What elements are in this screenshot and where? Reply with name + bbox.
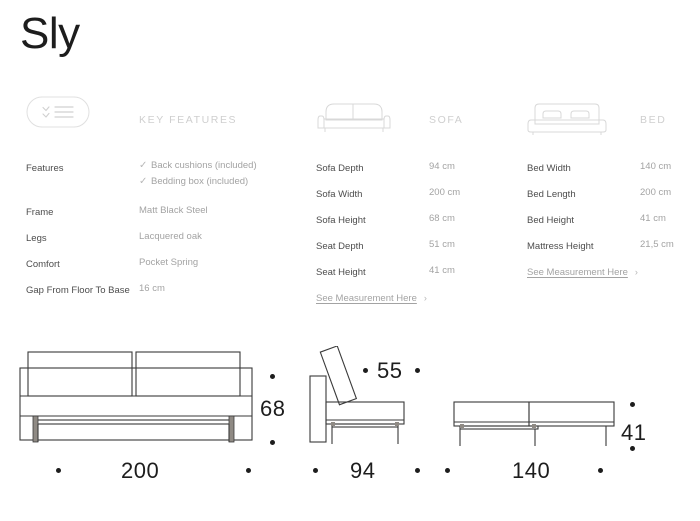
spec-row: Bed Width 140 cm — [527, 158, 692, 177]
spec-row: Mattress Height 21,5 cm — [527, 236, 692, 255]
dimension-dot — [630, 446, 635, 451]
spec-value: 68 cm — [429, 213, 455, 224]
spec-value: 16 cm — [139, 283, 165, 294]
spec-row: Seat Depth 51 cm — [316, 236, 516, 255]
sofa-measurement-link-label: See Measurement Here — [316, 293, 417, 304]
spec-label: Comfort — [26, 259, 60, 270]
chevron-right-icon: › — [423, 293, 427, 303]
spec-label: Seat Depth — [316, 241, 364, 252]
spec-row: Legs Lacquered oak — [26, 228, 306, 247]
dimension-dot — [415, 468, 420, 473]
dimension-dot — [246, 468, 251, 473]
spec-row: Sofa Depth 94 cm — [316, 158, 516, 177]
column-header-bed: BED — [527, 96, 692, 144]
check-icon: ✓ — [139, 160, 148, 171]
column-title-key-features: KEY FEATURES — [139, 114, 238, 126]
spec-label: Bed Length — [527, 189, 576, 200]
bed-measurement-link[interactable]: See Measurement Here › — [527, 262, 692, 280]
chevron-right-icon: › — [634, 267, 638, 277]
column-title-bed: BED — [640, 114, 667, 126]
bed-measurement-link-label: See Measurement Here — [527, 267, 628, 278]
spec-row: Seat Height 41 cm — [316, 262, 516, 281]
spec-label: Mattress Height — [527, 241, 594, 252]
feature-check-list: ✓Back cushions (included) ✓Bedding box (… — [139, 158, 257, 190]
check-icon: ✓ — [139, 176, 148, 187]
spec-row: Bed Height 41 cm — [527, 210, 692, 229]
feature-text: Back cushions (included) — [151, 160, 257, 171]
spec-label: Features — [26, 163, 64, 174]
dimension-dot — [363, 368, 368, 373]
spec-row: Sofa Width 200 cm — [316, 184, 516, 203]
spec-value: 21,5 cm — [640, 239, 674, 250]
spec-value: 200 cm — [640, 187, 672, 198]
sofa-rows: Sofa Depth 94 cm Sofa Width 200 cm Sofa … — [316, 158, 516, 306]
spec-label: Frame — [26, 207, 54, 218]
spec-value: Lacquered oak — [139, 231, 202, 242]
sofa-side-view: 55 94 — [305, 345, 420, 482]
spec-row: Frame Matt Black Steel — [26, 202, 306, 221]
sofa-measurement-link[interactable]: See Measurement Here › — [316, 288, 516, 306]
spec-row: Gap From Floor To Base 16 cm — [26, 280, 306, 299]
column-key-features: KEY FEATURES Features ✓Back cushions (in… — [26, 96, 306, 296]
spec-row: Features ✓Back cushions (included) ✓Bedd… — [26, 158, 306, 192]
spec-label: Sofa Depth — [316, 163, 364, 174]
spec-label: Sofa Height — [316, 215, 366, 226]
dimension-dot — [270, 440, 275, 445]
spec-label: Bed Width — [527, 163, 571, 174]
spec-value: Pocket Spring — [139, 257, 199, 268]
dimension-dot — [313, 468, 318, 473]
bed-rows: Bed Width 140 cm Bed Length 200 cm Bed H… — [527, 158, 692, 280]
spec-value: 140 cm — [640, 161, 672, 172]
spec-label: Legs — [26, 233, 47, 244]
spec-row: Bed Length 200 cm — [527, 184, 692, 203]
column-sofa: SOFA Sofa Depth 94 cm Sofa Width 200 cm … — [316, 96, 516, 304]
technical-drawings: 200 68 55 94 — [0, 345, 700, 521]
key-features-rows: Features ✓Back cushions (included) ✓Bedd… — [26, 158, 306, 306]
page-title: Sly — [20, 9, 80, 58]
spec-label: Gap From Floor To Base — [26, 285, 130, 296]
dimension-dot — [415, 368, 420, 373]
spec-label: Seat Height — [316, 267, 366, 278]
spec-value: 94 cm — [429, 161, 455, 172]
sofa-front-view: 200 68 — [8, 346, 285, 482]
spec-row: Comfort Pocket Spring — [26, 254, 306, 273]
side-back-dimension: 55 — [377, 358, 403, 383]
dimension-dot — [445, 468, 450, 473]
list-item: ✓Bedding box (included) — [139, 174, 257, 190]
bed-width-dimension: 140 — [512, 458, 551, 483]
spec-value: 41 cm — [429, 265, 455, 276]
side-depth-dimension: 94 — [350, 458, 376, 483]
spec-label: Sofa Width — [316, 189, 363, 200]
spec-value: 200 cm — [429, 187, 461, 198]
spec-label: Bed Height — [527, 215, 575, 226]
spec-value: 51 cm — [429, 239, 455, 250]
column-bed: BED Bed Width 140 cm Bed Length 200 cm B… — [527, 96, 692, 278]
front-height-dimension: 68 — [260, 396, 286, 421]
specifications-area: KEY FEATURES Features ✓Back cushions (in… — [0, 96, 700, 306]
dimension-dot — [630, 402, 635, 407]
dimension-dot — [598, 468, 603, 473]
spec-row: Sofa Height 68 cm — [316, 210, 516, 229]
sofa-icon — [316, 96, 392, 138]
dimension-dot — [270, 374, 275, 379]
bed-height-dimension: 41 — [621, 420, 647, 445]
front-width-dimension: 200 — [121, 458, 160, 483]
checklist-pill-icon — [26, 96, 90, 128]
bed-icon — [527, 96, 607, 138]
list-item: ✓Back cushions (included) — [139, 158, 257, 174]
dimension-dot — [56, 468, 61, 473]
column-header-sofa: SOFA — [316, 96, 516, 144]
bed-flat-view: 140 41 — [440, 346, 646, 482]
column-title-sofa: SOFA — [429, 114, 464, 126]
feature-text: Bedding box (included) — [151, 176, 249, 187]
spec-value: Matt Black Steel — [139, 205, 208, 216]
column-header-key-features: KEY FEATURES — [26, 96, 306, 144]
spec-value: 41 cm — [640, 213, 666, 224]
